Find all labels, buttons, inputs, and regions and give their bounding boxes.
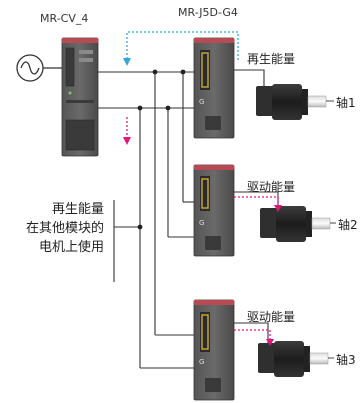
dc-bus-wiring bbox=[98, 71, 194, 369]
ac-source-icon bbox=[16, 54, 62, 82]
converter-model-label: MR-CV_4 bbox=[40, 12, 89, 25]
note-line-2: 在其他模块的 bbox=[25, 221, 104, 236]
servo-motor-axis3 bbox=[258, 341, 329, 377]
regen-energy-label: 再生能量 bbox=[247, 52, 296, 66]
regen-flow-arrow bbox=[123, 31, 239, 66]
magenta-flow-arrows bbox=[123, 117, 282, 346]
amplifier-model-label: MR-J5D-G4 bbox=[178, 6, 238, 19]
amplifier-module-axis1: G bbox=[193, 37, 235, 139]
junction-dots bbox=[137, 69, 186, 230]
servo-motor-axis2 bbox=[260, 206, 331, 242]
axis3-label: 轴3 bbox=[336, 353, 356, 367]
axis1-label: 轴1 bbox=[336, 96, 356, 110]
drive-energy-label-axis3: 驱动能量 bbox=[247, 310, 296, 324]
axis-leader-lines bbox=[326, 100, 336, 359]
shared-regen-note: 再生能量 在其他模块的 电机上使用 bbox=[26, 200, 104, 257]
axis2-label: 轴2 bbox=[338, 218, 358, 232]
note-line-1: 再生能量 bbox=[51, 202, 104, 217]
svg-text:G: G bbox=[199, 98, 204, 106]
amplifier-module-axis2: G bbox=[193, 164, 235, 257]
amplifier-module-axis3: G bbox=[193, 299, 235, 401]
note-line-3: 电机上使用 bbox=[38, 240, 104, 255]
svg-text:G: G bbox=[199, 219, 204, 227]
servo-motor-axis1 bbox=[256, 84, 327, 120]
svg-text:G: G bbox=[199, 358, 204, 366]
converter-module bbox=[61, 37, 99, 157]
motor-cables bbox=[234, 69, 279, 345]
drive-energy-label-axis2: 驱动能量 bbox=[247, 180, 296, 194]
